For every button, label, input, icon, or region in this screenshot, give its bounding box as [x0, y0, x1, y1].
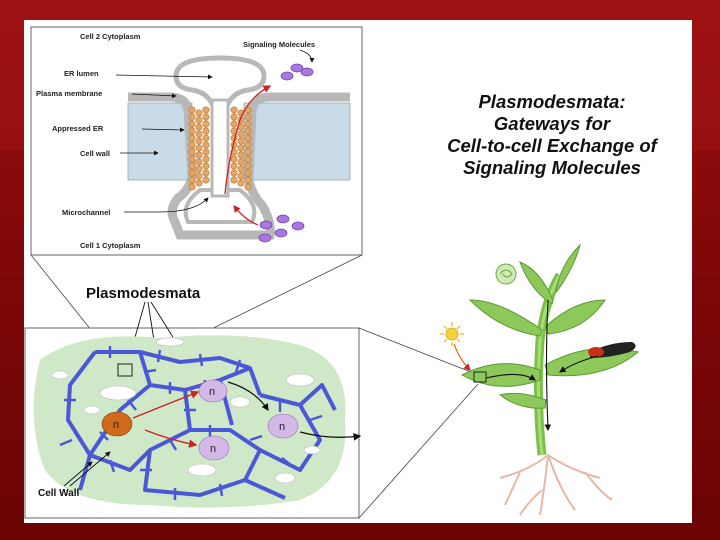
pointer-plasma-membrane [131, 93, 177, 99]
leaf-highlight-box [473, 371, 487, 383]
title-line-1: Plasmodesmata: [478, 91, 625, 112]
title-line-3: Cell-to-cell Exchange of [447, 135, 659, 156]
pointer-er-lumen [115, 74, 213, 80]
pointer-signaling-molecules [299, 49, 315, 63]
black-arrow-to-n2 [227, 381, 269, 412]
label-plasma-membrane: Plasma membrane [36, 89, 102, 98]
pointer-cell-wall-tissue [63, 461, 93, 487]
tissue-diagram: Plasmodesmata [24, 285, 362, 519]
nucleus-purple-2: n [267, 413, 299, 439]
cell-wall-label: Cell Wall [38, 488, 80, 499]
signal-arrow-down [544, 299, 552, 432]
plant-bud-swirl [499, 269, 513, 278]
nucleus-label: n [279, 421, 285, 433]
central-channel [210, 98, 230, 198]
title-line-4: Signaling Molecules [463, 157, 641, 178]
signaling-molecules-bottom [258, 214, 305, 243]
signal-arrow-insect [559, 355, 599, 373]
plant-roots [499, 454, 613, 516]
black-arrow-out [299, 431, 362, 441]
tissue-heading: Plasmodesmata [86, 285, 201, 302]
red-transport-arrow [224, 85, 272, 195]
plasmodesma-highlight-box [117, 363, 133, 377]
label-signaling-molecules: Signaling Molecules [243, 40, 315, 49]
pointer-microchannel [124, 197, 209, 213]
nucleus-label: n [210, 443, 216, 455]
red-arrow-to-n1 [132, 390, 200, 419]
nucleus-label: n [209, 386, 215, 398]
red-arrow-to-n3 [144, 429, 198, 448]
nucleus-orange: n [101, 411, 133, 437]
appressed-er-beads [188, 106, 252, 191]
pointer-cell-wall-tissue-2 [69, 451, 111, 487]
signal-arrow-leaf [485, 373, 536, 381]
sun-icon [440, 322, 464, 346]
plant-leaves [460, 243, 640, 409]
cell-wall-block-left [127, 102, 193, 181]
title-line-2: Gateways for [494, 113, 612, 134]
zoom-line-plant-bottom [358, 383, 479, 519]
cell-wall-block-right [243, 102, 351, 181]
er-lumen [173, 55, 267, 111]
nucleus-purple-3: n [198, 435, 230, 461]
label-er-lumen: ER lumen [64, 69, 99, 78]
insect-icon [588, 342, 636, 358]
plant-bud [495, 263, 517, 285]
plasma-membrane [128, 92, 350, 240]
plasmodesma-inset: Cell 2 Cytoplasm Signaling Molecules ER … [30, 26, 363, 256]
nucleus-label: n [113, 419, 119, 431]
label-microchannel: Microchannel [62, 208, 110, 217]
sun-signal-arrow [453, 343, 471, 371]
vacuoles [51, 337, 321, 484]
red-entry-arrow [233, 205, 259, 226]
plasmodesma-ticks [59, 346, 323, 500]
label-cell1-cytoplasm: Cell 1 Cytoplasm [80, 241, 141, 250]
label-cell-wall: Cell wall [80, 149, 110, 158]
slide-title: Plasmodesmata: Gateways for Cell-to-cell… [447, 91, 659, 178]
label-appressed-er: Appressed ER [52, 124, 104, 133]
pointer-appressed-er [141, 127, 185, 133]
plant-illustration [440, 243, 640, 516]
nucleus-purple-1: n [198, 379, 228, 403]
plant-stem-highlight [536, 274, 562, 456]
label-cell2-cytoplasm: Cell 2 Cytoplasm [80, 32, 141, 41]
zoom-line-plant-top [358, 327, 477, 375]
signaling-molecules-top [280, 63, 314, 81]
